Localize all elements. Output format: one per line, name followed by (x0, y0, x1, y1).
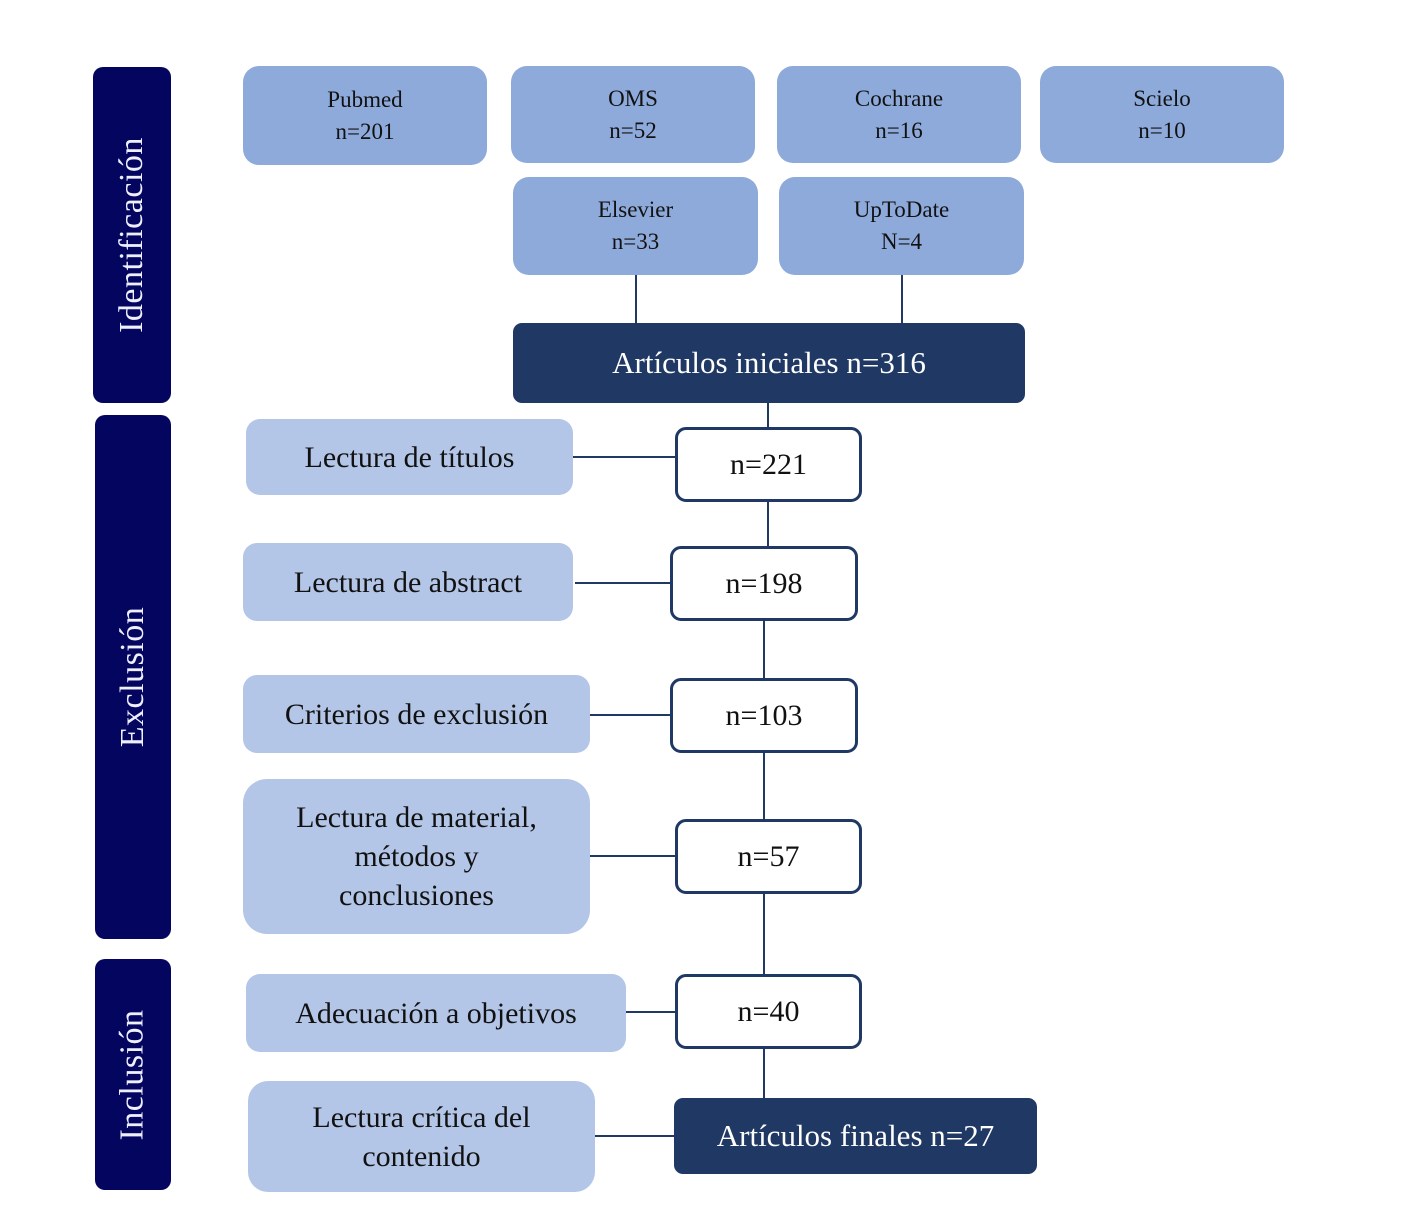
step-lectura-abstract: Lectura de abstract (243, 543, 573, 621)
source-count: n=52 (609, 117, 657, 143)
source-scielo: Scielo n=10 (1040, 66, 1284, 163)
connector-uptodate-initial (901, 275, 903, 324)
step-criterios-exclusion: Criterios de exclusión (243, 675, 590, 753)
step-lectura-critica: Lectura crítica del contenido (248, 1081, 595, 1192)
source-uptodate: UpToDate N=4 (779, 177, 1024, 275)
count-value: n=103 (725, 698, 803, 732)
connector-step1-count (573, 456, 676, 458)
count-value: n=40 (737, 994, 800, 1028)
source-elsevier: Elsevier n=33 (513, 177, 758, 275)
source-name: Elsevier (597, 197, 674, 222)
connector-initial-221 (767, 403, 769, 428)
connector-57-40 (763, 893, 765, 975)
final-articles-label: Artículos finales n=27 (716, 1118, 995, 1153)
source-count: n=33 (611, 229, 660, 254)
count-box-221: n=221 (675, 427, 862, 502)
count-box-103: n=103 (670, 678, 858, 753)
source-count: N=4 (880, 229, 923, 254)
connector-103-57 (763, 752, 765, 820)
phase-inclusion-label: Inclusión (114, 1008, 152, 1141)
step-label-line-1: Lectura de material, (296, 801, 537, 834)
phase-exclusion-label: Exclusión (114, 606, 152, 748)
step-label-line-2: contenido (362, 1139, 481, 1173)
source-count: n=201 (335, 118, 395, 144)
step-lectura-titulos: Lectura de títulos (246, 419, 573, 495)
phase-inclusion: Inclusión (95, 959, 171, 1190)
count-box-198: n=198 (670, 546, 858, 621)
step-label-line-2: métodos y (354, 840, 479, 873)
source-name: UpToDate (853, 197, 950, 222)
step-lectura-material: Lectura de material, métodos y conclusio… (243, 779, 590, 934)
connector-step6-final (595, 1135, 675, 1137)
source-count: n=16 (875, 117, 923, 143)
connector-221-198 (767, 501, 769, 547)
step-label-line-3: conclusiones (339, 879, 494, 912)
phase-exclusion: Exclusión (95, 415, 171, 939)
step-adecuacion-objetivos: Adecuación a objetivos (246, 974, 626, 1052)
count-value: n=57 (737, 839, 800, 873)
initial-articles-box: Artículos iniciales n=316 (513, 323, 1025, 403)
phase-identificacion: Identificación (93, 67, 171, 403)
connector-step4-count (590, 855, 676, 857)
step-label: Lectura de abstract (293, 565, 523, 599)
source-count: n=10 (1138, 117, 1186, 143)
connector-198-103 (763, 620, 765, 679)
source-name: OMS (608, 85, 658, 111)
step-label: Criterios de exclusión (284, 697, 549, 731)
connector-step5-count (626, 1011, 676, 1013)
source-cochrane: Cochrane n=16 (777, 66, 1021, 163)
initial-articles-label: Artículos iniciales n=316 (612, 345, 926, 380)
connector-40-final (763, 1048, 765, 1099)
step-label-line-1: Lectura crítica del (312, 1100, 531, 1134)
count-value: n=198 (725, 566, 803, 600)
source-name: Pubmed (327, 86, 403, 112)
source-pubmed: Pubmed n=201 (243, 66, 487, 165)
count-box-57: n=57 (675, 819, 862, 894)
source-name: Scielo (1133, 85, 1191, 111)
source-name: Cochrane (854, 85, 944, 111)
count-box-40: n=40 (675, 974, 862, 1049)
step-label: Lectura de títulos (304, 440, 515, 474)
connector-step2-count (575, 582, 671, 584)
step-label: Adecuación a objetivos (295, 996, 577, 1030)
source-oms: OMS n=52 (511, 66, 755, 163)
connector-elsevier-initial (635, 275, 637, 324)
phase-identificacion-label: Identificación (113, 137, 151, 333)
final-articles-box: Artículos finales n=27 (674, 1098, 1037, 1174)
connector-step3-count (590, 714, 671, 716)
count-value: n=221 (730, 447, 807, 481)
